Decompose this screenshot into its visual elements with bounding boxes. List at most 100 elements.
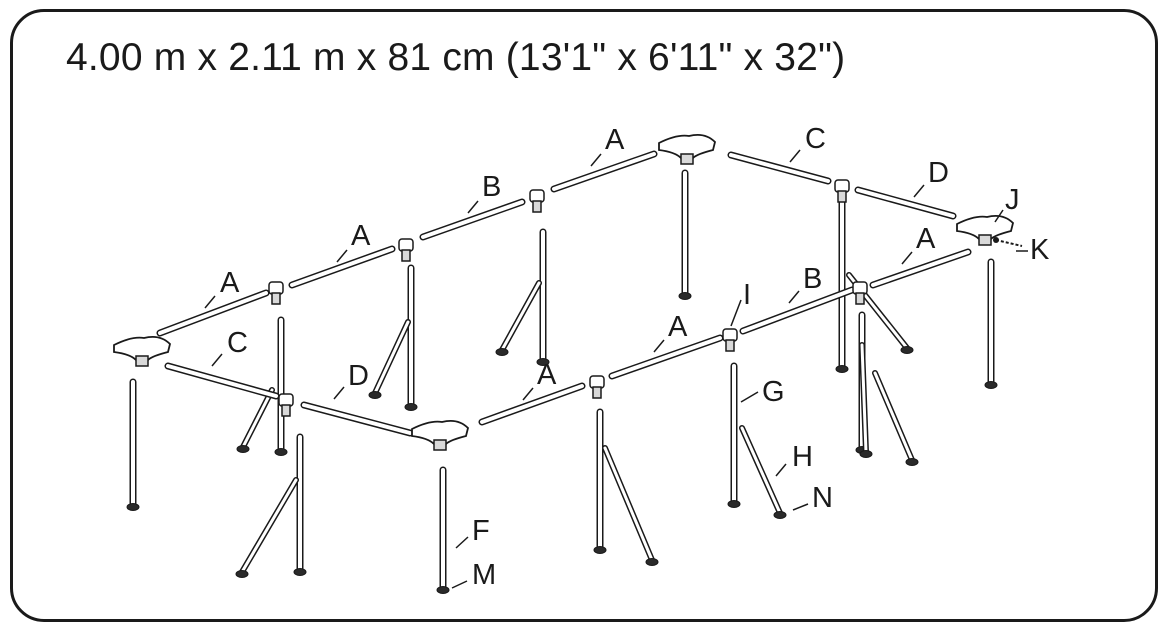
connector-t-6 [589,375,605,399]
brace-right-front-2-foot [859,450,873,458]
rail-back-c-body [729,153,830,183]
connector-t-7 [278,393,294,417]
label-A-leader [590,153,602,167]
corner-back-body [658,133,716,159]
part-label-J: J [1005,184,1020,216]
brace-front-left-body [240,478,298,574]
part-label-A: A [916,223,936,255]
leg-front-mid-foot [593,546,607,554]
brace-back-mid [499,280,542,353]
rail-back-a [288,245,396,289]
brace-right-back-foot [900,346,914,354]
rail-front-d [300,401,414,437]
part-label-C: C [227,327,248,359]
brace-front-mid-body [603,446,654,562]
leg-front-right-foot [727,500,741,508]
label-H-leader [775,463,787,477]
brace-front-mid-foot [645,558,659,566]
label-A-leader [204,295,216,309]
connector-t-3-head [529,189,545,203]
rail-front-a [608,334,724,380]
label-A-leader [336,249,348,263]
part-label-A: A [668,311,688,343]
label-C-leader [211,353,223,367]
corner-left [113,335,171,367]
connector-t-1 [268,281,284,305]
rail-front-a2 [478,382,586,426]
label-D-leader [913,184,925,198]
connector-t-6-socket [592,386,602,399]
brace-front-mid [602,445,655,563]
connector-t-5-head [852,281,868,295]
brace-left-front [240,387,275,450]
part-label-N: N [812,482,833,514]
corner-back [658,133,716,165]
brace-back-left-foot [368,391,382,399]
rail-front-a2-body [480,384,584,424]
brace-right-front [872,370,915,463]
connector-t-1-socket [271,292,281,305]
label-A-leader [901,251,913,265]
rail-back-b-body [421,200,524,239]
part-label-A: A [537,359,557,391]
rail-front-a-body [610,336,722,378]
rail-back-c [727,151,832,185]
rail-right-a-body [871,250,970,287]
rail-right-a [869,248,972,289]
label-B-leader [788,290,800,304]
connector-i-head [722,328,738,342]
part-label-B: B [482,171,501,203]
leg-front-left-foot [293,568,307,576]
label-G-leader [740,391,759,403]
brace-front-right-body [740,426,782,515]
corner-front [411,419,469,451]
brace-right-front-2-body [860,343,868,454]
connector-i [722,328,738,352]
connector-j-body [956,214,1014,240]
brace-back-mid-body [500,281,541,352]
label-I-leader [730,299,742,327]
brace-right-front-body [873,371,914,462]
corner-back-socket [680,153,694,165]
connector-t-4 [834,179,850,203]
brace-left-front-foot [236,445,250,453]
connector-t-2-head [398,238,414,252]
connector-t-2 [398,238,414,262]
rail-left-a [156,289,270,337]
brace-back-left [372,319,411,396]
label-B-leader [467,200,479,214]
leg-back-mid-foot [536,358,550,366]
part-label-A: A [351,220,371,252]
part-label-G: G [762,376,785,408]
rail-back-a-body [290,247,394,287]
label-C-leader [789,149,801,163]
part-label-C: C [805,123,826,155]
part-label-D: D [928,157,949,189]
connector-t-7-head [278,393,294,407]
rail-front-b [739,286,856,335]
part-label-K: K [1030,234,1050,266]
brace-back-mid-foot [495,348,509,356]
rail-back-b [419,198,526,241]
rail-back-a2 [550,150,658,193]
connector-t-5 [852,281,868,305]
connector-t-4-head [834,179,850,193]
leg-back-center-foot [678,292,692,300]
connector-t-5-socket [855,292,865,305]
frame-parts [113,133,1014,594]
part-label-H: H [792,441,813,473]
part-label-A: A [605,124,625,156]
connector-t-7-socket [281,404,291,417]
label-J-leader [994,209,1004,223]
corner-left-body [113,335,171,361]
connector-t-3-socket [532,200,542,213]
leg-right-corner-foot [984,381,998,389]
rail-front-b-body [741,288,854,333]
connector-t-1-head [268,281,284,295]
brace-front-right-foot [773,511,787,519]
part-label-D: D [348,360,369,392]
part-label-M: M [472,559,496,591]
rail-left-c-body [166,364,278,398]
